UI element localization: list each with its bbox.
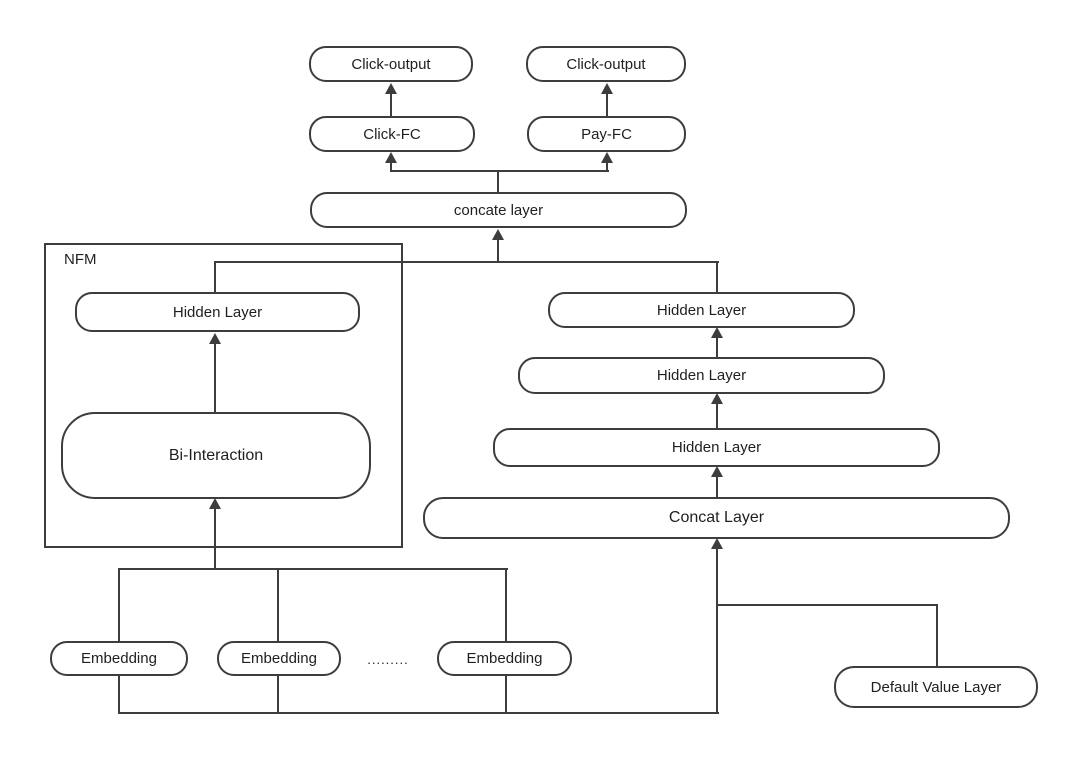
connector-dvl-horizontal <box>716 604 938 606</box>
node-hidden-layer-2: Hidden Layer <box>518 357 885 394</box>
node-click-output-left: Click-output <box>309 46 473 82</box>
node-hidden-layer-3: Hidden Layer <box>493 428 940 467</box>
arrowhead-into-hidden-2 <box>711 393 723 404</box>
connector-clickfc-to-output <box>390 92 392 116</box>
arrowhead-into-nfm-hidden <box>209 333 221 344</box>
arrowhead-into-bi-interaction <box>209 498 221 509</box>
connector-dvl-vertical <box>936 604 938 667</box>
connector-bus-to-concat <box>716 546 718 713</box>
arrowhead-into-click-output-right <box>601 83 613 94</box>
nfm-group-label: NFM <box>64 251 97 268</box>
node-embedding-2: Embedding <box>217 641 341 676</box>
embedding-bottom-bus <box>119 712 719 714</box>
node-hidden-layer-1: Hidden Layer <box>548 292 855 328</box>
node-default-value-layer: Default Value Layer <box>834 666 1038 708</box>
node-click-fc: Click-FC <box>309 116 475 152</box>
arrowhead-into-hidden-3 <box>711 466 723 477</box>
arrowhead-into-concat-layer <box>711 538 723 549</box>
node-nfm-hidden-layer: Hidden Layer <box>75 292 360 332</box>
node-click-output-right: Click-output <box>526 46 686 82</box>
node-pay-fc: Pay-FC <box>527 116 686 152</box>
embedding-top-bus <box>119 568 508 570</box>
node-concat-layer: Concat Layer <box>423 497 1010 539</box>
arrowhead-into-pay-fc <box>601 152 613 163</box>
connector-fork-to-clickfc <box>390 161 392 172</box>
connector-fork-to-payfc <box>606 161 608 172</box>
connector-bus-to-bi <box>214 506 216 570</box>
connector-nfm-hidden-riser <box>214 262 216 293</box>
connector-right-hidden-riser <box>716 262 718 294</box>
connector-merge-horizontal <box>214 261 719 263</box>
arrowhead-into-click-output-left <box>385 83 397 94</box>
connector-bi-to-hidden <box>214 341 216 412</box>
connector-fork-horizontal <box>390 170 609 172</box>
node-bi-interaction: Bi-Interaction <box>61 412 371 499</box>
node-embedding-3: Embedding <box>437 641 572 676</box>
connector-hl2-to-hl1 <box>716 335 718 357</box>
node-embedding-1: Embedding <box>50 641 188 676</box>
ellipsis-label: ......... <box>367 651 409 667</box>
connector-hl3-to-hl2 <box>716 401 718 428</box>
arrowhead-into-hidden-1 <box>711 327 723 338</box>
arrowhead-into-concate-layer <box>492 229 504 240</box>
nfm-group-frame <box>44 243 403 548</box>
connector-concate-to-fork <box>497 172 499 193</box>
arrowhead-into-click-fc <box>385 152 397 163</box>
connector-payfc-to-output <box>606 92 608 116</box>
connector-merge-to-concate <box>497 237 499 263</box>
node-concate-layer: concate layer <box>310 192 687 228</box>
connector-concat-to-hl3 <box>716 474 718 498</box>
